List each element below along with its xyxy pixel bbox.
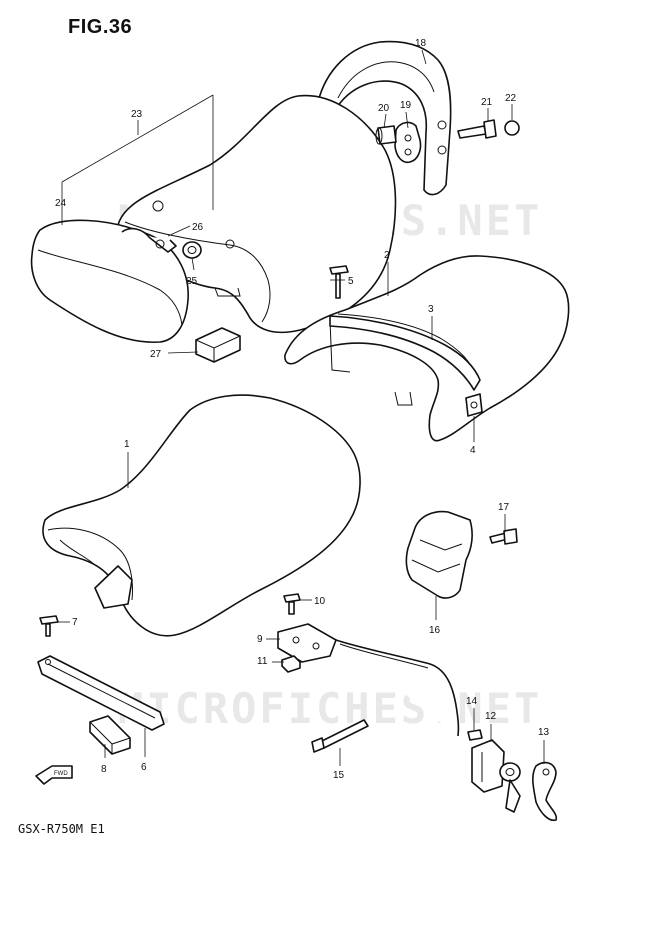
callout-3: 3 bbox=[428, 304, 434, 315]
fwd-arrow-label: FWD bbox=[54, 771, 68, 777]
part-seat-cowl[interactable] bbox=[116, 94, 397, 334]
callout-5: 5 bbox=[348, 276, 354, 287]
callout-8: 8 bbox=[101, 764, 107, 775]
part-seat-strap[interactable] bbox=[329, 315, 481, 391]
part-lock-cover[interactable] bbox=[405, 510, 473, 599]
callout-14: 14 bbox=[466, 696, 478, 707]
callout-18: 18 bbox=[415, 38, 427, 49]
part-cap[interactable] bbox=[504, 120, 520, 136]
callout-10: 10 bbox=[314, 596, 326, 607]
callout-21: 21 bbox=[481, 97, 493, 108]
part-screw-14[interactable] bbox=[467, 729, 483, 741]
callout-15: 15 bbox=[333, 770, 345, 781]
callout-22: 22 bbox=[505, 93, 517, 104]
fwd-arrow: FWD bbox=[35, 765, 73, 785]
callout-26: 26 bbox=[192, 222, 204, 233]
callout-9: 9 bbox=[257, 634, 263, 645]
part-grab-rail[interactable] bbox=[317, 40, 452, 196]
callout-25: 25 bbox=[186, 276, 198, 287]
callout-13: 13 bbox=[538, 727, 550, 738]
part-screw-17[interactable] bbox=[489, 528, 518, 545]
part-rail-strip[interactable] bbox=[37, 655, 165, 731]
part-bushing[interactable] bbox=[182, 241, 202, 259]
callout-16: 16 bbox=[429, 625, 441, 636]
callout-24: 24 bbox=[55, 198, 67, 209]
part-rail-bracket[interactable] bbox=[394, 121, 422, 164]
callout-17: 17 bbox=[498, 502, 510, 513]
part-block[interactable] bbox=[195, 327, 241, 363]
callout-20: 20 bbox=[378, 103, 390, 114]
callout-6: 6 bbox=[141, 762, 147, 773]
figure-title: FIG.36 bbox=[68, 16, 133, 38]
callout-12: 12 bbox=[485, 711, 497, 722]
callout-2: 2 bbox=[384, 250, 390, 261]
callout-7: 7 bbox=[72, 617, 78, 628]
callout-4: 4 bbox=[470, 445, 476, 456]
part-seat-latch[interactable] bbox=[277, 623, 337, 663]
callout-23: 23 bbox=[131, 109, 143, 120]
part-nut-11[interactable] bbox=[281, 655, 301, 673]
part-screw-10[interactable] bbox=[283, 593, 301, 615]
part-lock-cable[interactable] bbox=[335, 639, 460, 737]
part-cable-tie[interactable] bbox=[311, 719, 369, 753]
part-bracket[interactable] bbox=[121, 227, 177, 253]
part-bolt-7[interactable] bbox=[39, 615, 59, 637]
part-front-seat[interactable] bbox=[42, 394, 361, 637]
part-rail-bolt[interactable] bbox=[457, 119, 497, 139]
callout-11: 11 bbox=[257, 656, 268, 667]
watermark-bottom: MICROFICHES.NET bbox=[118, 684, 543, 733]
part-cushion-block[interactable] bbox=[89, 715, 131, 755]
part-lock-clip[interactable] bbox=[532, 761, 558, 822]
part-collar[interactable] bbox=[375, 125, 397, 145]
callout-19: 19 bbox=[400, 100, 412, 111]
callout-1: 1 bbox=[124, 439, 130, 450]
callout-27: 27 bbox=[150, 349, 162, 360]
model-code: GSX-R750M E1 bbox=[18, 822, 105, 836]
part-strap-plate[interactable] bbox=[465, 393, 483, 417]
part-seat-lock[interactable] bbox=[471, 739, 521, 813]
